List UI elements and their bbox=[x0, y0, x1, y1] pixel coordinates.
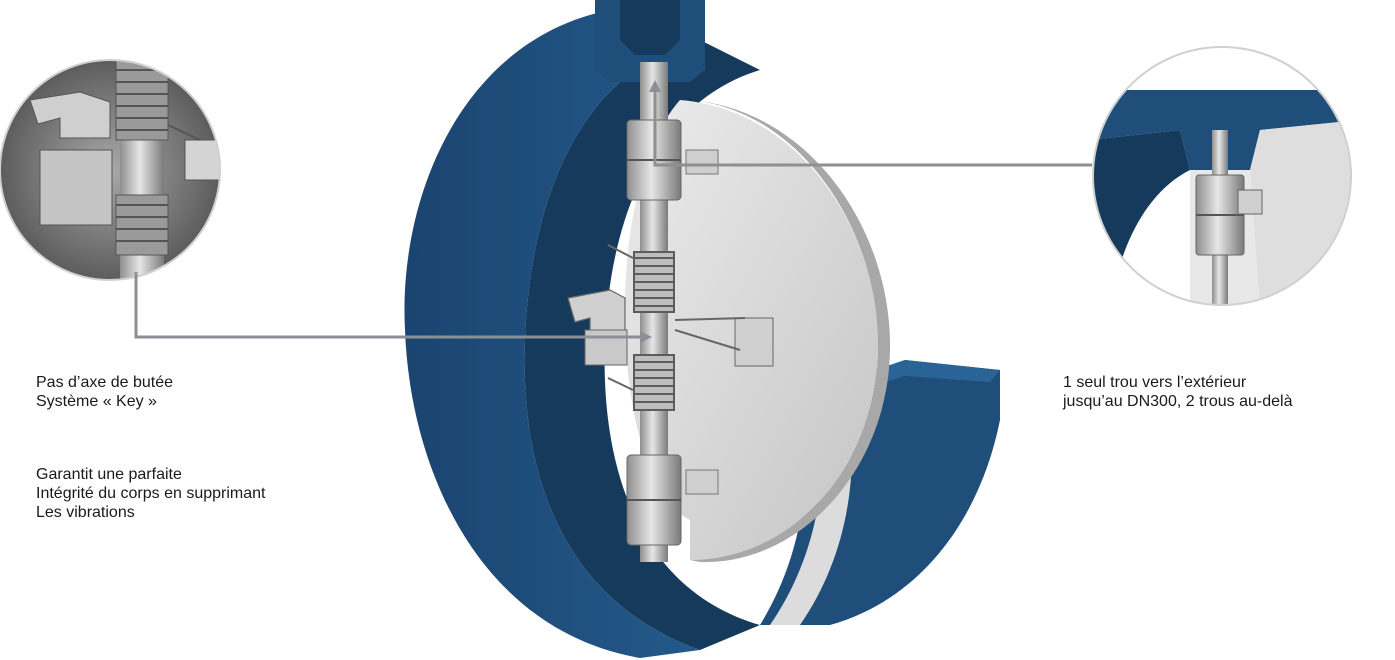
leader-arrow-right bbox=[649, 80, 661, 92]
caption-line: jusqu’au DN300, 2 trous au-delà bbox=[1063, 393, 1293, 410]
caption-exterior-holes: 1 seul trou vers l’extérieur jusqu’au DN… bbox=[1063, 373, 1292, 411]
caption-line: Intégrité du corps en supprimant bbox=[36, 485, 266, 502]
leader-lines bbox=[134, 80, 1092, 343]
key-block-left-lower bbox=[584, 329, 628, 366]
leader-line-right bbox=[653, 90, 1092, 167]
caption-line: 1 seul trou vers l’extérieur bbox=[1063, 374, 1247, 391]
torsion-spring-upper bbox=[633, 251, 675, 313]
leader-line-left bbox=[134, 272, 640, 339]
key-block-right bbox=[734, 317, 774, 367]
caption-line: Les vibrations bbox=[36, 504, 135, 521]
zoom-detail-left bbox=[0, 59, 221, 281]
caption-body-integrity: Garantit une parfaite Intégrité du corps… bbox=[36, 465, 265, 522]
leader-arrow-left bbox=[640, 331, 652, 343]
caption-line: Garantit une parfaite bbox=[36, 466, 182, 483]
caption-key-system: Pas d’axe de butée Système « Key » bbox=[36, 373, 173, 411]
zoom-detail-right bbox=[1092, 46, 1352, 306]
torsion-spring-lower bbox=[633, 354, 675, 411]
caption-line: Système « Key » bbox=[36, 393, 157, 410]
zoom-circle-left-border bbox=[0, 59, 221, 281]
valve-body-inner-wall bbox=[524, 40, 760, 650]
zoom-circle-right-border bbox=[1092, 46, 1352, 306]
disc-tab-top bbox=[685, 149, 719, 175]
disc-tab-bottom bbox=[685, 469, 719, 495]
caption-line: Pas d’axe de butée bbox=[36, 374, 173, 391]
valve-body-outer-ring bbox=[404, 10, 700, 658]
